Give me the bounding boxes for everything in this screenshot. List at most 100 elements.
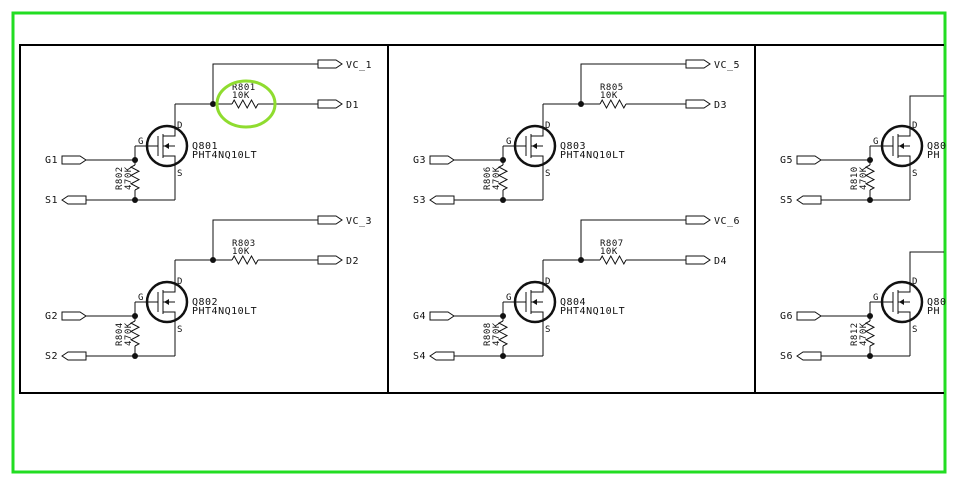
wire — [909, 251, 944, 260]
pin-label-gate: G — [138, 293, 144, 303]
top-resistor-refdes: R801 — [232, 83, 256, 93]
pin-label-source: S — [545, 169, 551, 179]
wire — [531, 104, 544, 137]
wire — [531, 311, 544, 356]
drain-label: D1 — [346, 100, 359, 111]
gate-port — [796, 155, 822, 165]
gs-resistor-refdes: R808 — [483, 322, 493, 346]
drain-port — [317, 99, 343, 109]
wire — [212, 63, 318, 104]
source-label: S2 — [45, 351, 58, 362]
wire — [531, 155, 544, 200]
top-resistor-value: 10K — [600, 247, 618, 257]
pin-label-gate: G — [506, 137, 512, 147]
gate-label: G4 — [413, 311, 426, 322]
pin-label-source: S — [545, 325, 551, 335]
gs-resistor-value: 470K — [124, 166, 134, 190]
wire — [163, 260, 176, 293]
source-label: S6 — [780, 351, 793, 362]
top-resistor-value: 10K — [232, 247, 250, 257]
pin-label-source: S — [177, 169, 183, 179]
gate-port — [429, 311, 455, 321]
gate-port — [61, 155, 87, 165]
source-port — [796, 351, 822, 361]
wire — [580, 219, 686, 260]
vc-port — [317, 215, 343, 225]
gate-port — [796, 311, 822, 321]
pin-label-drain: D — [545, 121, 551, 131]
mosfet-part-number: PHT4NQ10LT — [560, 306, 625, 317]
pin-label-drain: D — [545, 277, 551, 287]
wire — [898, 260, 911, 293]
sheet-border-3 — [754, 44, 944, 394]
source-port — [429, 351, 455, 361]
mosfet-part-number: PH — [927, 306, 940, 317]
gs-resistor-value: 470K — [859, 322, 869, 346]
mosfet-refdes: Q80 — [927, 297, 947, 308]
vc-label: VC_6 — [714, 216, 740, 227]
mosfet-part-number: PHT4NQ10LT — [560, 150, 625, 161]
mosfet-refdes: Q80 — [927, 141, 947, 152]
gs-resistor-refdes: R804 — [115, 322, 125, 346]
pin-label-drain: D — [912, 277, 918, 287]
wire — [898, 155, 911, 200]
drain-label: D4 — [714, 256, 727, 267]
source-port — [61, 351, 87, 361]
source-port — [61, 195, 87, 205]
vc-label: VC_5 — [714, 60, 740, 71]
drain-port — [317, 255, 343, 265]
pin-label-gate: G — [873, 137, 879, 147]
pin-label-gate: G — [506, 293, 512, 303]
drain-port — [685, 99, 711, 109]
resistor-zigzag — [497, 320, 509, 347]
vc-port — [317, 59, 343, 69]
gs-resistor-refdes: R802 — [115, 166, 125, 190]
drain-port — [685, 255, 711, 265]
wire — [580, 63, 686, 104]
resistor-zigzag — [497, 164, 509, 191]
resistor-zigzag — [231, 254, 259, 266]
mosfet-arrow — [164, 143, 169, 149]
selection-frame — [11, 11, 947, 474]
top-resistor-value: 10K — [600, 91, 618, 101]
vc-port — [685, 59, 711, 69]
mosfet-part-number: PHT4NQ10LT — [192, 150, 257, 161]
gate-label: G2 — [45, 311, 58, 322]
gs-resistor-value: 470K — [124, 322, 134, 346]
gate-port — [61, 311, 87, 321]
vc-label: VC_3 — [346, 216, 372, 227]
gs-resistor-value: 470K — [859, 166, 869, 190]
source-port — [796, 195, 822, 205]
gs-resistor-value: 470K — [492, 322, 502, 346]
gs-resistor-refdes: R810 — [850, 166, 860, 190]
drain-label: D2 — [346, 256, 359, 267]
gate-label: G1 — [45, 155, 58, 166]
mosfet-refdes: Q804 — [560, 297, 586, 308]
top-resistor-refdes: R803 — [232, 239, 256, 249]
drain-label: D3 — [714, 100, 727, 111]
vc-label: VC_1 — [346, 60, 372, 71]
mosfet-arrow — [164, 299, 169, 305]
resistor-zigzag — [599, 254, 627, 266]
gate-label: G5 — [780, 155, 793, 166]
pin-label-drain: D — [177, 121, 183, 131]
vc-port — [685, 215, 711, 225]
mosfet-arrow — [899, 143, 904, 149]
source-label: S5 — [780, 195, 793, 206]
top-resistor-value: 10K — [232, 91, 250, 101]
resistor-zigzag — [129, 320, 141, 347]
mosfet-refdes: Q803 — [560, 141, 586, 152]
source-port — [429, 195, 455, 205]
mosfet-refdes: Q801 — [192, 141, 218, 152]
pin-label-source: S — [912, 325, 918, 335]
wire — [163, 155, 176, 200]
mosfet-refdes: Q802 — [192, 297, 218, 308]
mosfet-arrow — [532, 299, 537, 305]
gate-label: G6 — [780, 311, 793, 322]
gs-resistor-value: 470K — [492, 166, 502, 190]
